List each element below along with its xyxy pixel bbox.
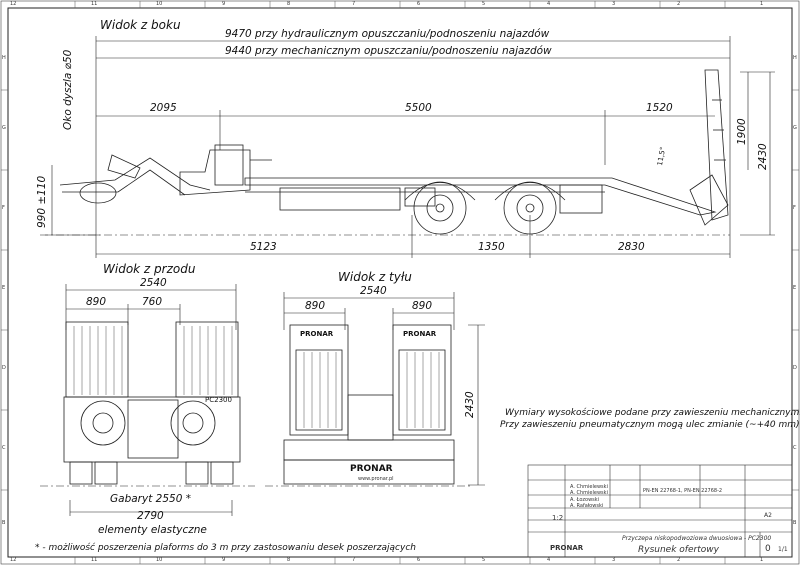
rear-dim-right-890: 890 xyxy=(412,300,433,312)
rear-dim-left-890: 890 xyxy=(305,300,326,312)
frame-letter: C xyxy=(793,445,797,451)
frame-number: 9 xyxy=(222,557,226,563)
front-view-dimension-lines xyxy=(65,284,237,516)
drawing-title: Przyczepa niskopodwoziowa dwuosiowa - PC… xyxy=(622,535,772,542)
dim-hydraulic-length: 9470 przy hydraulicznym opuszczaniu/podn… xyxy=(225,28,550,40)
frame-letter: G xyxy=(793,125,797,131)
frame-letter: D xyxy=(793,365,797,371)
frame-number: 6 xyxy=(417,557,421,563)
elastic-elements-label: elementy elastyczne xyxy=(98,524,207,536)
frame-number: 2 xyxy=(677,1,681,7)
standard: PN-EN 22768-1, PN-EN 22768-2 xyxy=(643,488,723,494)
brand-right: PRONAR xyxy=(403,330,437,338)
frame-letter: H xyxy=(793,55,797,61)
gabaryt-label: Gabaryt 2550 * xyxy=(110,493,191,505)
frame-number: 11 xyxy=(91,1,98,7)
frame-letter: F xyxy=(793,205,796,211)
dim-5500: 5500 xyxy=(405,102,432,114)
side-view-title: Widok z boku xyxy=(100,18,181,32)
frame-number: 5 xyxy=(482,1,486,7)
frame-letter: B xyxy=(793,520,797,526)
dim-1900: 1900 xyxy=(736,118,748,145)
frame-letter: H xyxy=(2,55,6,61)
note-line-1: Wymiary wysokościowe podane przy zawiesz… xyxy=(505,408,800,418)
format: A2 xyxy=(764,512,772,519)
brand-bottom: PRONAR xyxy=(350,464,393,474)
dim-5123: 5123 xyxy=(250,241,277,253)
brand-site: www.pronar.pl xyxy=(358,476,394,482)
frame-number: 12 xyxy=(10,1,17,7)
note-line-2: Przy zawieszeniu pneumatycznym mogą ulec… xyxy=(500,420,800,430)
sheet-number: 0 xyxy=(765,544,771,554)
frame-letter: E xyxy=(2,285,6,291)
dim-eye-height: 990 ±110 xyxy=(36,175,48,228)
front-view-trailer xyxy=(40,321,255,487)
rear-view-trailer xyxy=(265,324,470,487)
frame-number: 1 xyxy=(760,1,764,7)
dim-1520: 1520 xyxy=(646,102,673,114)
rear-dim-2540: 2540 xyxy=(360,285,387,297)
designer-name: A. Chmielewski xyxy=(570,484,608,490)
side-view-trailer xyxy=(40,69,730,236)
footnote: * - możliwość poszerzenia plaforms do 3 … xyxy=(35,543,416,553)
frame-number: 7 xyxy=(352,557,356,563)
frame-number: 1 xyxy=(760,557,764,563)
frame-number: 11 xyxy=(91,557,98,563)
dim-2790: 2790 xyxy=(137,510,164,522)
brand-left: PRONAR xyxy=(300,330,334,338)
frame-number: 3 xyxy=(612,1,616,7)
frame-letter: F xyxy=(2,205,5,211)
scale: 1:2 xyxy=(552,514,564,522)
frame-number: 10 xyxy=(156,557,163,563)
frame-number: 7 xyxy=(352,1,356,7)
front-dim-760: 760 xyxy=(142,296,163,308)
eye-diameter-label: Oko dyszla ⌀50 xyxy=(62,49,74,130)
frame-number: 9 xyxy=(222,1,226,7)
drawing-type: Rysunek ofertowy xyxy=(638,545,719,555)
frame-letter: G xyxy=(2,125,6,131)
frame-number: 8 xyxy=(287,1,291,7)
front-dim-890: 890 xyxy=(86,296,107,308)
side-view-dimension-lines xyxy=(45,36,775,258)
frame-number: 6 xyxy=(417,1,421,7)
title-block-grid xyxy=(527,464,793,558)
model-plate: PC2300 xyxy=(205,396,232,404)
front-view-title: Widok z przodu xyxy=(103,262,196,276)
frame-letter: D xyxy=(2,365,6,371)
dim-mechanical-length: 9440 przy mechanicznym opuszczaniu/podno… xyxy=(225,45,552,57)
frame-number: 12 xyxy=(10,557,17,563)
frame-letter: C xyxy=(2,445,6,451)
frame-number: 2 xyxy=(677,557,681,563)
frame-number: 5 xyxy=(482,557,486,563)
frame-number: 8 xyxy=(287,557,291,563)
dim-1350: 1350 xyxy=(478,241,505,253)
front-dim-2540: 2540 xyxy=(140,277,167,289)
rear-view-dimension-lines xyxy=(283,292,485,486)
frame-number: 4 xyxy=(547,557,551,563)
dim-2830: 2830 xyxy=(618,241,645,253)
sheet-count: 1/1 xyxy=(778,546,788,553)
normalizer-name: A. Rafałowski xyxy=(570,503,604,509)
frame-letter: E xyxy=(793,285,797,291)
dim-2095: 2095 xyxy=(150,102,177,114)
frame-number: 3 xyxy=(612,557,616,563)
frame-letter: B xyxy=(2,520,6,526)
rear-dim-2430: 2430 xyxy=(464,391,476,418)
checker-name: A. Chmielewski xyxy=(570,490,608,496)
company-logo: PRONAR xyxy=(550,544,584,552)
dim-2430: 2430 xyxy=(757,143,769,170)
approver-name: A. Łozowski xyxy=(570,497,600,503)
frame-number: 10 xyxy=(156,1,163,7)
rear-view-title: Widok z tyłu xyxy=(338,270,412,284)
frame-number: 4 xyxy=(547,1,551,7)
